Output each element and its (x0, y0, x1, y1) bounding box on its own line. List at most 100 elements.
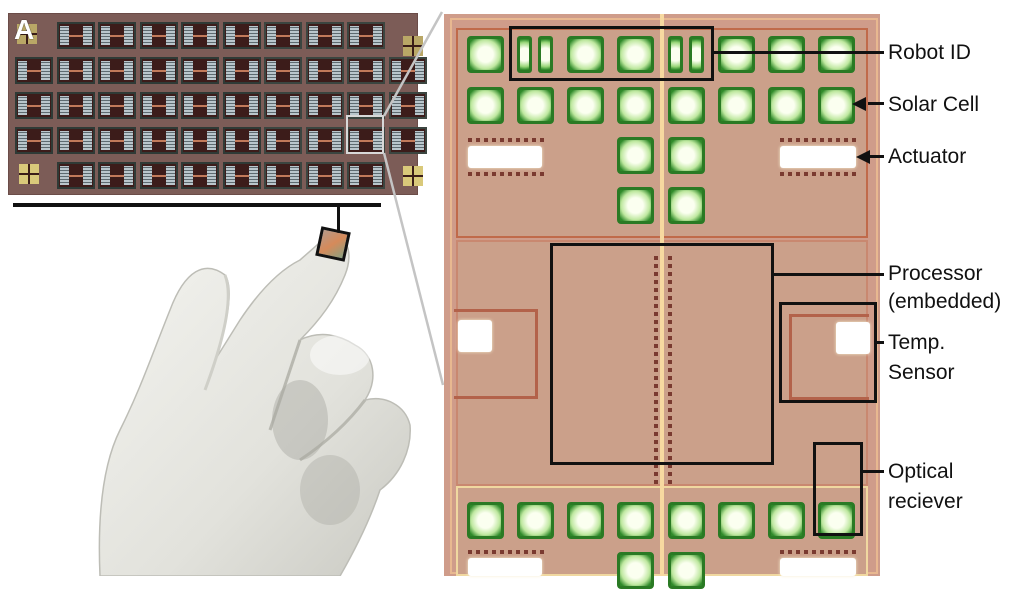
solar-cell (517, 502, 554, 539)
wafer-die (56, 22, 95, 49)
center-spine (660, 14, 664, 576)
temp-sensor-frame (789, 314, 869, 400)
wafer-die (56, 162, 95, 189)
label-optical: Optical (888, 460, 954, 483)
panel-letter: A (14, 14, 35, 45)
actuator-contacts (780, 172, 860, 176)
solar-cell (617, 36, 654, 73)
wafer-die (181, 127, 219, 154)
solar-cell-arrow-icon (852, 97, 866, 111)
robot-id-cell (668, 36, 705, 73)
solar-cell (768, 502, 805, 539)
solar-cell (768, 36, 805, 73)
wafer-die (347, 162, 385, 189)
wafer-die (56, 127, 95, 154)
wafer-die (98, 162, 136, 189)
actuator-pad-right (780, 146, 856, 168)
wafer-die (264, 92, 302, 119)
solar-cell (467, 87, 504, 124)
wafer-die (98, 57, 136, 84)
processor-leader (774, 273, 884, 276)
wafer-selected-chip-highlight (346, 115, 384, 154)
temp-sensor-leader (877, 341, 884, 344)
wafer-die (305, 22, 344, 49)
wafer-die (56, 92, 95, 119)
wafer-die (181, 22, 219, 49)
wafer-die (181, 57, 219, 84)
left-sensor-frame (454, 309, 538, 399)
optical-receiver-callout-box (813, 442, 863, 536)
temp-sensor-callout-box (779, 302, 877, 403)
robot-id-callout-box (509, 26, 714, 81)
wafer-die (264, 127, 302, 154)
alignment-cross-icon (403, 36, 423, 56)
solar-cell (668, 187, 705, 224)
wafer-die (264, 162, 302, 189)
alignment-cross-icon (403, 166, 423, 186)
actuator-pad-bottom-right (780, 558, 856, 576)
wafer-die (139, 57, 178, 84)
scale-bar (13, 203, 381, 207)
solar-cell (567, 36, 604, 73)
label-sensor: Sensor (888, 361, 955, 384)
solar-cell (617, 137, 654, 174)
actuator-pad-left (468, 146, 542, 168)
actuator-contacts (780, 138, 860, 142)
zoom-connector-lines (382, 11, 445, 386)
wafer-die (305, 162, 344, 189)
wafer-die (139, 22, 178, 49)
wafer-die (139, 92, 178, 119)
wafer-die (181, 162, 219, 189)
solar-cell (818, 87, 855, 124)
solar-cell (818, 36, 855, 73)
processor-vias-left (654, 254, 658, 484)
wafer-die (305, 127, 344, 154)
alignment-cross-icon (17, 24, 37, 44)
solar-cell (718, 502, 755, 539)
wafer-die (139, 162, 178, 189)
processor-vias-right (668, 254, 672, 484)
chip-micrograph (444, 14, 880, 589)
wafer-die (305, 92, 344, 119)
wafer-die (15, 57, 53, 84)
solar-cell (617, 187, 654, 224)
solar-cell (668, 552, 705, 589)
wafer-die (305, 57, 344, 84)
solar-cell (668, 87, 705, 124)
wafer-die (15, 92, 53, 119)
solar-cell (718, 36, 755, 73)
wafer-die (347, 127, 385, 154)
temp-sensor-pad (836, 322, 870, 354)
optical-receiver-leader (863, 470, 884, 473)
gloved-hand-image (98, 235, 411, 576)
label-processor: Processor (888, 262, 983, 285)
solar-cell (617, 87, 654, 124)
wafer-die (98, 92, 136, 119)
wafer-die (222, 92, 261, 119)
wafer-die (388, 57, 427, 84)
label-processor-embedded: (embedded) (888, 290, 1002, 313)
solar-cell (467, 36, 504, 73)
solar-cell (668, 137, 705, 174)
wafer-die (56, 57, 95, 84)
wafer-die (222, 22, 261, 49)
processor-callout-box (550, 243, 774, 465)
wafer-die (347, 57, 385, 84)
solar-cell-leader (868, 102, 884, 105)
wafer-die (388, 127, 427, 154)
actuator-leader (868, 155, 884, 158)
solar-cell (517, 87, 554, 124)
actuator-contacts (780, 550, 860, 554)
solar-cell (718, 87, 755, 124)
actuator-contacts (468, 550, 548, 554)
actuator-pad-bottom-left (468, 558, 542, 576)
wafer-die (222, 162, 261, 189)
left-sensor-pad (458, 320, 492, 352)
scale-bar-pointer (337, 205, 340, 233)
actuator-arrow-icon (856, 150, 870, 164)
label-solar-cell: Solar Cell (888, 93, 980, 116)
wafer-die (181, 92, 219, 119)
wafer-die (222, 57, 261, 84)
wafer-die (139, 127, 178, 154)
solar-cell (567, 502, 604, 539)
